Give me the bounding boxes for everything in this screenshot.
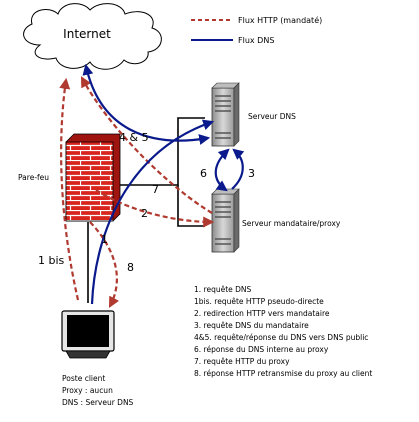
flow-8-response [89, 221, 119, 308]
proxy-server-label: Serveur mandataire/proxy [242, 219, 341, 228]
dns-server-label: Serveur DNS [248, 112, 296, 121]
legend: Flux HTTP (mandaté) Flux DNS [191, 15, 322, 45]
step-item: 3. requête DNS du mandataire [194, 321, 309, 330]
legend-http-label: Flux HTTP (mandaté) [238, 15, 322, 25]
edge-label-1: 1 [101, 233, 108, 246]
firewall-label: Pare-feu [18, 173, 49, 182]
internet-label: Internet [63, 27, 111, 41]
edge-label-1bis: 1 bis [38, 254, 65, 267]
edge-labels: 4 & 5 6 3 7 2 1 8 1 bis [38, 131, 255, 274]
edge-label-6: 6 [200, 167, 207, 180]
step-item: 2. redirection HTTP vers mandataire [194, 309, 330, 318]
edge-label-4-5: 4 & 5 [119, 131, 149, 144]
flow-4-5-dns-public [82, 63, 211, 145]
flow-3-dns-query [231, 148, 245, 190]
step-item: 1. requête DNS [194, 285, 252, 294]
edge-label-8: 8 [127, 261, 134, 274]
step-item: 7. requête HTTP du proxy [194, 357, 290, 366]
step-item: 1bis. requête HTTP pseudo-directe [194, 297, 324, 306]
flow-7-proxy-http [80, 76, 213, 214]
edge-label-3: 3 [248, 167, 255, 180]
dns-flows [82, 63, 245, 305]
edge-label-7: 7 [152, 183, 159, 196]
step-item: 8. réponse HTTP retransmise du proxy au … [194, 369, 372, 378]
edge-label-2: 2 [141, 207, 148, 220]
flow-6-dns-reply [214, 148, 230, 192]
step-item: 6. réponse du DNS interne au proxy [194, 345, 329, 354]
internet-cloud: Internet [23, 3, 162, 70]
firewall: Pare-feu [18, 133, 121, 222]
http-flows [59, 76, 215, 308]
client-label-name: Poste client [62, 374, 105, 383]
client-computer: Poste client Proxy : aucun DNS : Serveur… [61, 310, 134, 407]
legend-dns-label: Flux DNS [238, 36, 274, 45]
dns-server: Serveur DNS [211, 82, 296, 147]
client-label-proxy: Proxy : aucun [62, 386, 113, 395]
step-list: 1. requête DNS 1bis. requête HTTP pseudo… [194, 285, 372, 378]
step-item: 4&5. requête/réponse du DNS vers DNS pub… [194, 333, 368, 342]
flow-1bis-http [59, 77, 80, 301]
proxy-server: Serveur mandataire/proxy [211, 188, 341, 253]
client-label-dns: DNS : Serveur DNS [62, 398, 134, 407]
